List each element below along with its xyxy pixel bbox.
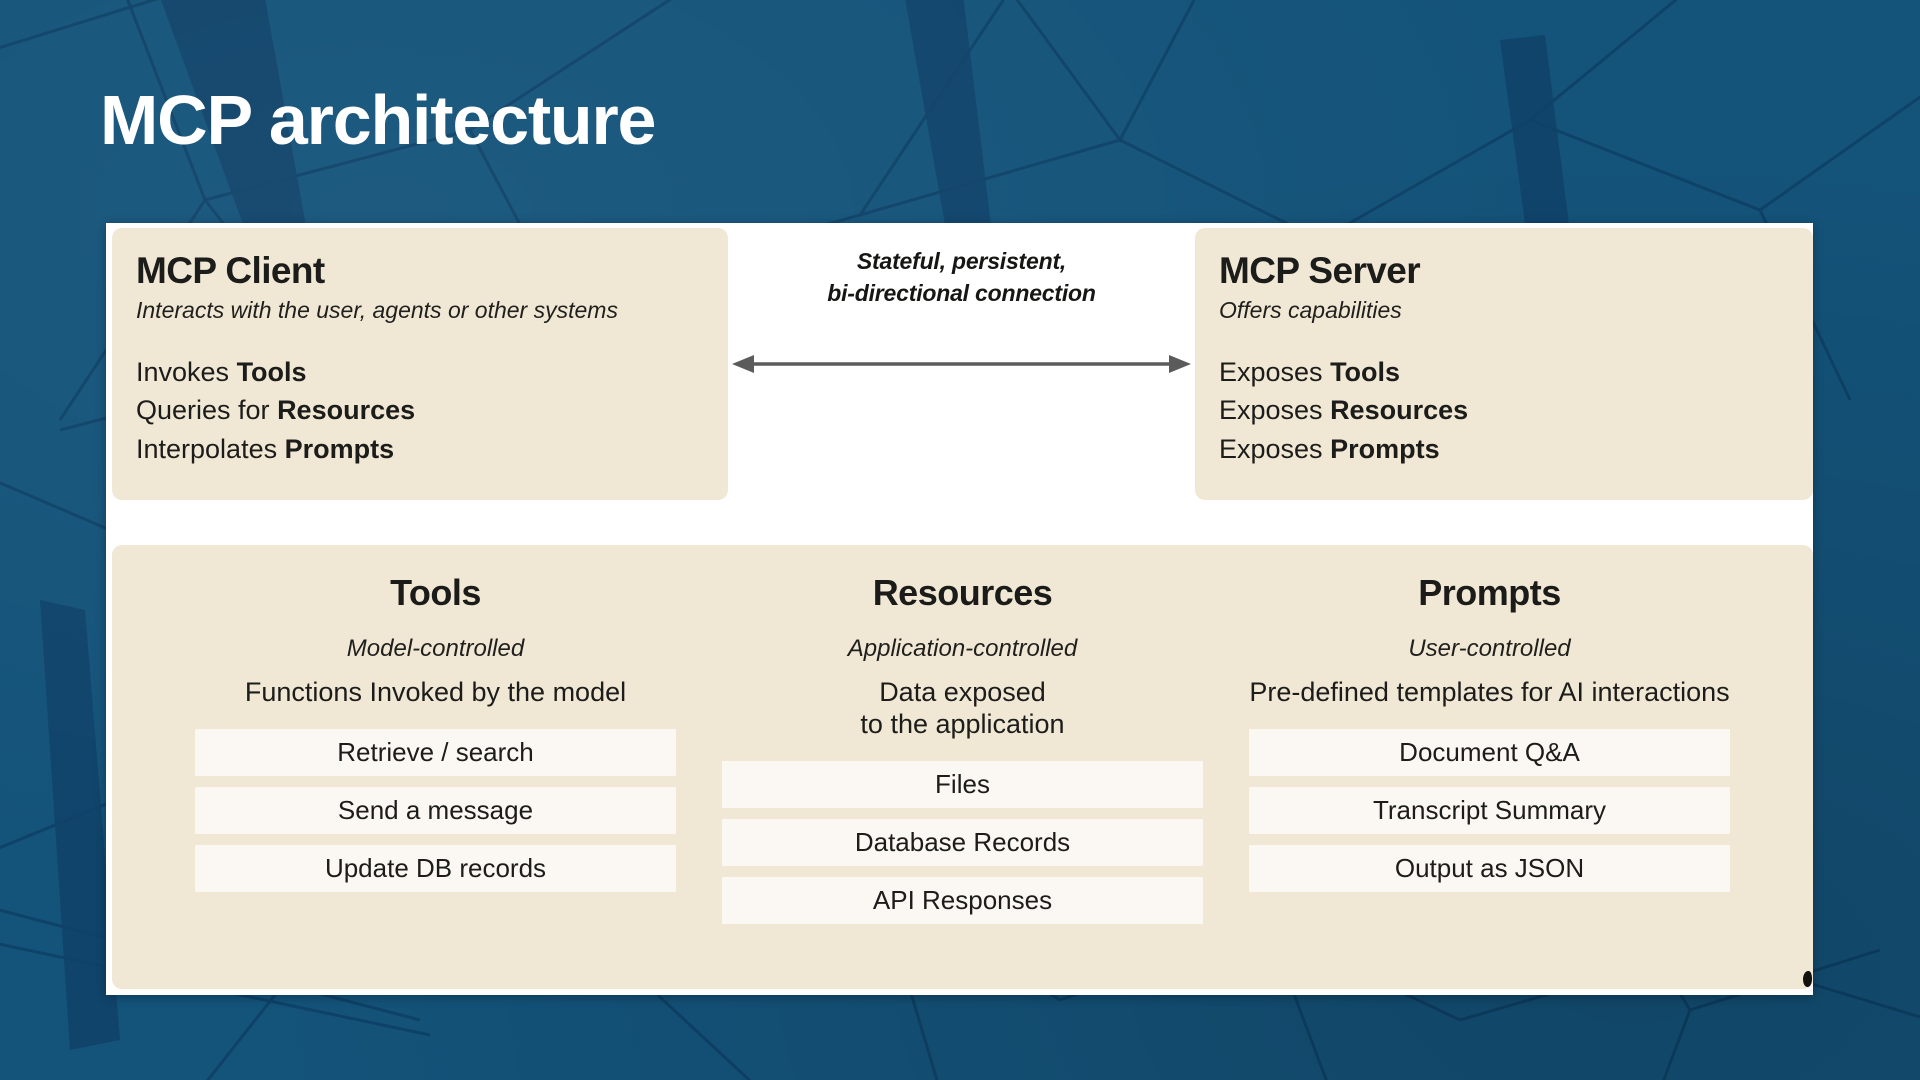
capability-verb: Invokes [136, 357, 237, 388]
capability-control-label: Application-controlled [847, 634, 1078, 662]
card-corner-artifact [1803, 971, 1812, 987]
capability-verb: Exposes [1219, 357, 1331, 388]
capability-description: Pre-defined templates for AI interaction… [1249, 677, 1730, 708]
capability-verb: Queries for [136, 395, 278, 426]
capability-control-label: Model-controlled [346, 634, 525, 662]
mcp-client-capability-item: Invokes Tools [136, 353, 704, 391]
mcp-server-subtitle: Offers capabilities [1219, 297, 1402, 324]
capability-example-list: Document Q&A Transcript Summary Output a… [1249, 729, 1730, 893]
capability-example-list: Retrieve / search Send a message Update … [195, 729, 676, 893]
capability-term: Resources [1330, 395, 1469, 426]
capability-term: Prompts [1330, 433, 1440, 464]
mcp-client-subtitle: Interacts with the user, agents or other… [136, 297, 618, 324]
capability-verb: Exposes [1219, 395, 1331, 426]
capability-verb: Exposes [1219, 433, 1331, 464]
connector-label-line2: bi-directional connection [827, 279, 1096, 306]
mcp-server-capability-item: Exposes Resources [1219, 391, 1789, 429]
capability-term: Tools [236, 357, 307, 388]
capabilities-panel: Tools Model-controlled Functions Invoked… [112, 545, 1813, 989]
client-server-row: MCP Client Interacts with the user, agen… [106, 228, 1813, 500]
capability-example-list: Files Database Records API Responses [722, 761, 1203, 925]
mcp-architecture-card: MCP Client Interacts with the user, agen… [106, 223, 1813, 995]
mcp-client-capability-list: Invokes Tools Queries for Resources Inte… [136, 353, 704, 468]
capability-title: Resources [872, 572, 1053, 613]
capability-column-resources: Resources Application-controlled Data ex… [699, 573, 1226, 967]
capability-example-chip[interactable]: Document Q&A [1249, 729, 1730, 777]
capability-example-chip[interactable]: Files [722, 761, 1203, 809]
mcp-client-capability-item: Queries for Resources [136, 391, 704, 429]
mcp-client-title: MCP Client [136, 250, 325, 291]
capability-example-chip[interactable]: Transcript Summary [1249, 787, 1730, 835]
capability-term: Resources [277, 395, 416, 426]
mcp-server-title: MCP Server [1219, 250, 1421, 291]
capability-verb: Interpolates [136, 433, 285, 464]
capability-example-chip[interactable]: Output as JSON [1249, 845, 1730, 893]
connector-label: Stateful, persistent, bi-directional con… [728, 246, 1195, 309]
capability-control-label: User-controlled [1408, 634, 1571, 662]
mcp-server-box: MCP Server Offers capabilities Exposes T… [1195, 228, 1813, 500]
capability-column-prompts: Prompts User-controlled Pre-defined temp… [1226, 573, 1753, 967]
connector-label-line1: Stateful, persistent, [856, 248, 1067, 274]
capability-column-tools: Tools Model-controlled Functions Invoked… [172, 573, 699, 967]
capability-example-chip[interactable]: API Responses [722, 877, 1203, 925]
capability-description: Functions Invoked by the model [244, 677, 627, 708]
bi-directional-arrow-icon [732, 355, 1191, 373]
capability-example-chip[interactable]: Send a message [195, 787, 676, 835]
capability-term: Tools [1330, 357, 1401, 388]
capability-title: Prompts [1418, 572, 1561, 613]
mcp-client-capability-item: Interpolates Prompts [136, 430, 704, 468]
page-title: MCP architecture [100, 81, 656, 159]
capability-example-chip[interactable]: Database Records [722, 819, 1203, 867]
mcp-server-capability-item: Exposes Tools [1219, 353, 1789, 391]
capability-example-chip[interactable]: Update DB records [195, 845, 676, 893]
mcp-client-box: MCP Client Interacts with the user, agen… [112, 228, 728, 500]
capability-title: Tools [390, 572, 481, 613]
mcp-server-capability-item: Exposes Prompts [1219, 430, 1789, 468]
capability-example-chip[interactable]: Retrieve / search [195, 729, 676, 777]
client-server-connector: Stateful, persistent, bi-directional con… [728, 228, 1195, 500]
mcp-server-capability-list: Exposes Tools Exposes Resources Exposes … [1219, 353, 1789, 468]
capability-term: Prompts [284, 433, 395, 464]
